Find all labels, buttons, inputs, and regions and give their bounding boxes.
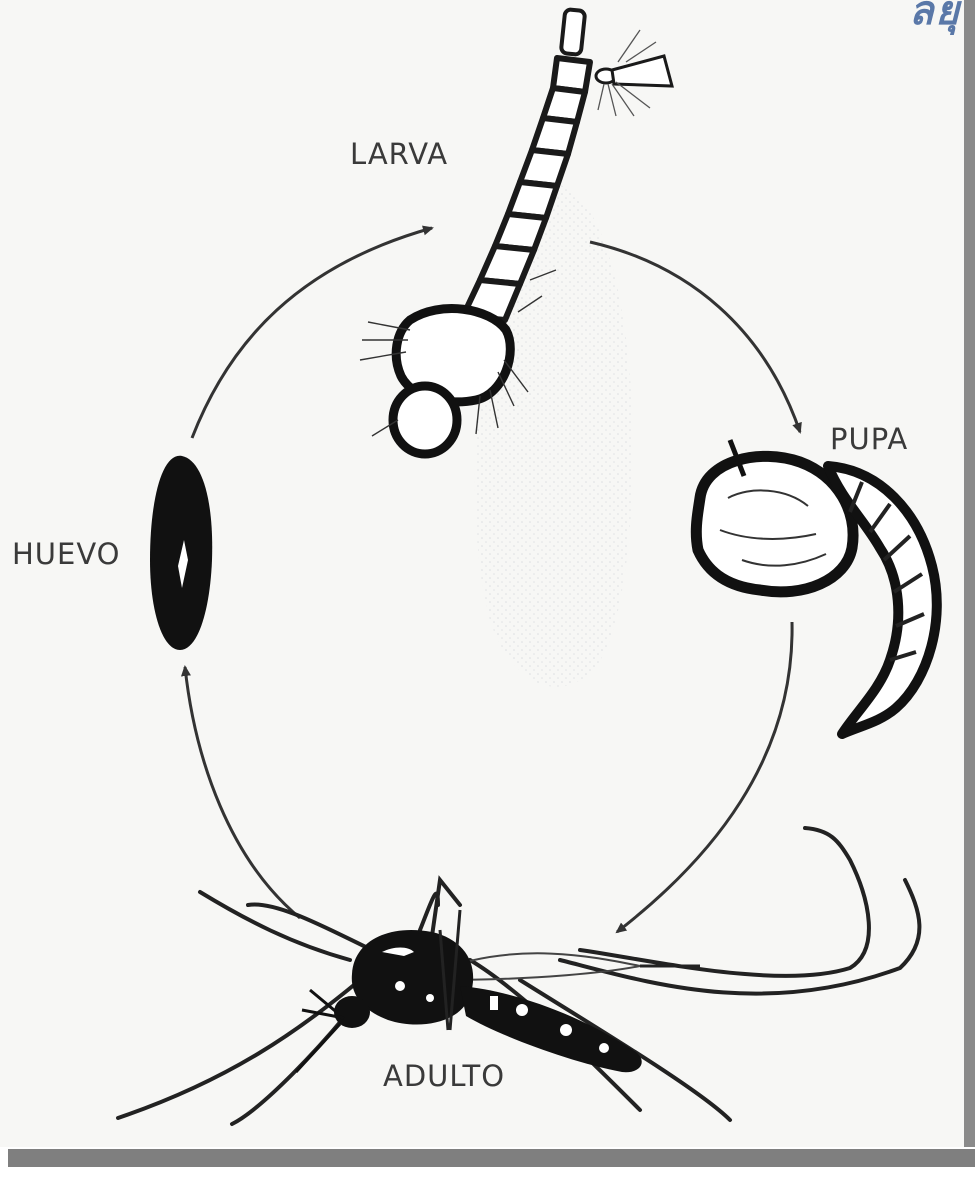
label-pupa: PUPA — [830, 425, 908, 454]
arrow-adult-to-egg — [185, 667, 300, 918]
frame-right-border — [964, 0, 975, 1167]
arrow-pupa-to-adult — [617, 622, 792, 932]
pupa-illustration — [696, 440, 937, 734]
adult-head — [334, 996, 370, 1028]
larva-anal-papillae — [596, 56, 672, 86]
larva-head — [393, 386, 457, 454]
adult-legs — [118, 828, 919, 1124]
egg-illustration — [150, 456, 212, 650]
label-adult: ADULTO — [383, 1062, 505, 1091]
adult-mosquito-illustration — [118, 828, 919, 1124]
frame-bottom-border — [8, 1149, 975, 1167]
label-egg: HUEVO — [12, 540, 121, 569]
larva-siphon — [561, 9, 585, 55]
label-larva: LARVA — [350, 140, 448, 169]
